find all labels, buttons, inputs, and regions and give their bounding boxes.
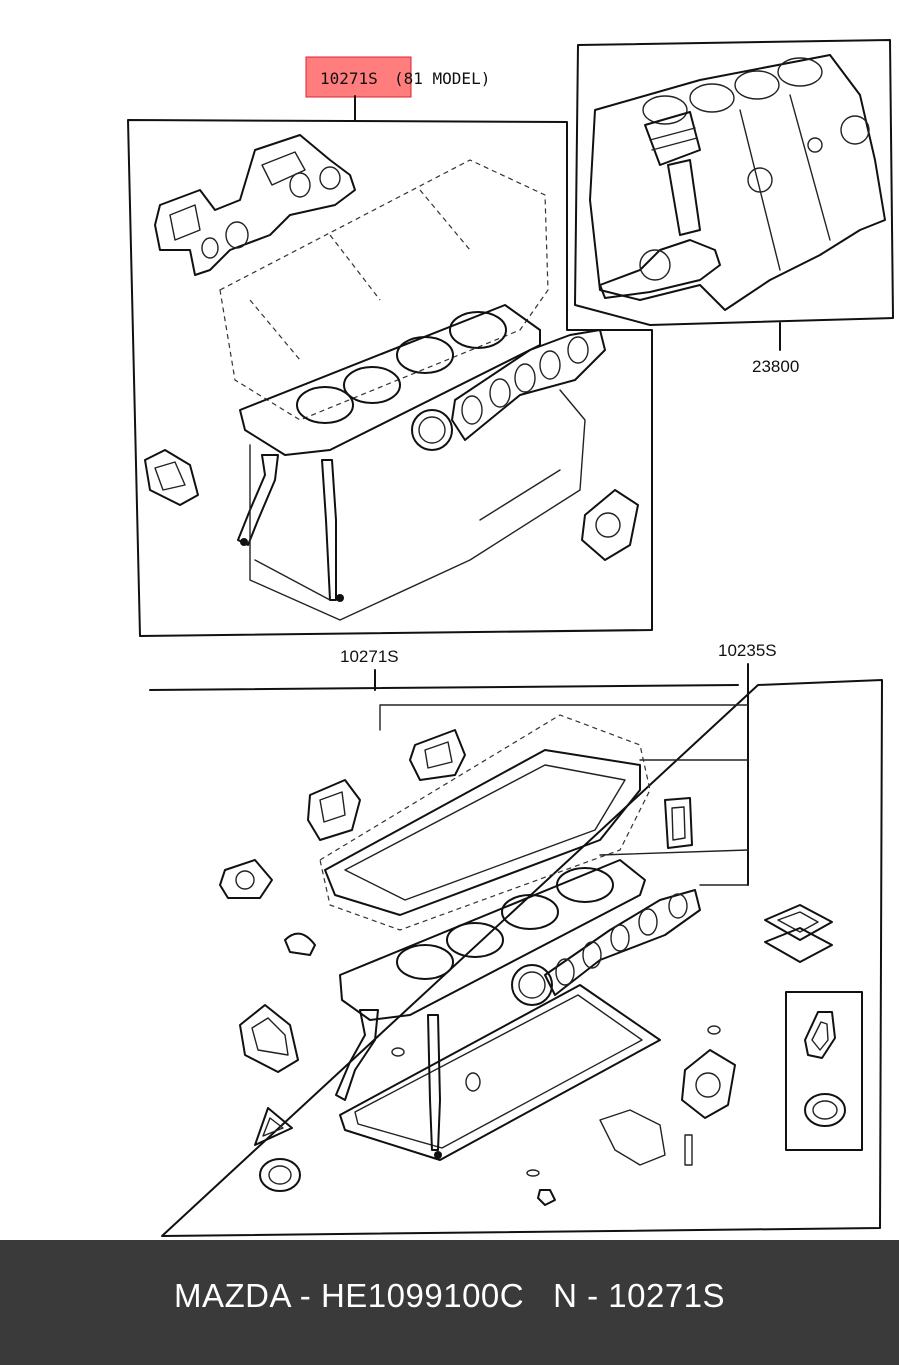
- head-gasket-bottom: [339, 859, 646, 1021]
- head-set-code-label[interactable]: 10235S: [718, 641, 777, 660]
- top-kit-group: 10271S (81 MODEL): [127, 56, 653, 637]
- crankshaft: [599, 239, 721, 299]
- round-gasket: [411, 409, 453, 451]
- bore-4: [449, 311, 507, 349]
- throttle-body-gasket: [581, 489, 639, 561]
- bore-2: [343, 366, 401, 404]
- water-pump-gasket: [239, 1004, 299, 1073]
- intake-gasket-bottom: [544, 889, 701, 996]
- bore-1: [296, 386, 354, 424]
- short-block-frame: [574, 39, 894, 326]
- front-cover-gasket-bottom: [335, 1009, 379, 1101]
- footer-bar: MAZDA - HE1099100C N - 10271S: [0, 1240, 899, 1365]
- short-block-code-label[interactable]: 23800: [752, 357, 799, 376]
- top-kit-model-note: (81 MODEL): [394, 69, 490, 88]
- triangle-gasket: [254, 1107, 293, 1146]
- connecting-rod: [667, 159, 701, 236]
- top-kit-frame: [127, 119, 653, 637]
- drain-plug-washer: [537, 1189, 556, 1206]
- oil-pan-gasket: [339, 984, 661, 1161]
- distributor-gasket: [599, 1109, 666, 1166]
- seal-inset-box: [785, 991, 863, 1151]
- throttle-gasket-bottom: [681, 1049, 736, 1119]
- crankshaft-oil-seal: [259, 1158, 301, 1192]
- valve-cover-gasket: [324, 749, 641, 916]
- carburetor-gasket-1: [764, 904, 833, 941]
- thermostat-gasket: [219, 859, 273, 899]
- cylinder-head-gasket: [239, 304, 541, 456]
- head-set-bracket: [379, 704, 749, 886]
- block-outline: [249, 389, 586, 621]
- exhaust-ring-gasket: [511, 964, 553, 1006]
- gasket-kit-diagram: 10271S (81 MODEL): [127, 39, 894, 1237]
- bottom-kit-group: 10271S 10235S: [149, 641, 883, 1237]
- exhaust-port-gasket-1: [307, 779, 361, 841]
- engine-outline: [219, 159, 549, 421]
- intake-manifold-gasket: [451, 329, 606, 441]
- carburetor-gasket-2: [764, 927, 833, 963]
- oil-pan-side-gasket: [321, 459, 337, 601]
- exhaust-port-gasket-2: [409, 729, 466, 781]
- half-moon-seal: [284, 932, 316, 956]
- exhaust-manifold-gasket: [154, 134, 356, 276]
- piston: [644, 111, 701, 166]
- part-number-caption: MAZDA - HE1099100C N - 10271S: [173, 1276, 726, 1314]
- breather-gasket: [664, 797, 693, 849]
- water-outlet-gasket: [144, 449, 199, 506]
- rear-cover-gasket-bottom: [427, 1014, 441, 1151]
- top-kit-code-label[interactable]: 10271S: [320, 69, 378, 88]
- oil-seal-gasket: [804, 1011, 836, 1059]
- short-block-group: 23800: [574, 39, 894, 376]
- valve-cover-outline: [319, 714, 651, 931]
- bottom-kit-frame: [149, 679, 883, 1237]
- bore-3: [396, 336, 454, 374]
- bottom-kit-code-label[interactable]: 10271S: [340, 647, 399, 666]
- part-highlight: [305, 56, 412, 98]
- o-ring-seal: [804, 1093, 846, 1127]
- front-cover-gasket: [237, 454, 279, 546]
